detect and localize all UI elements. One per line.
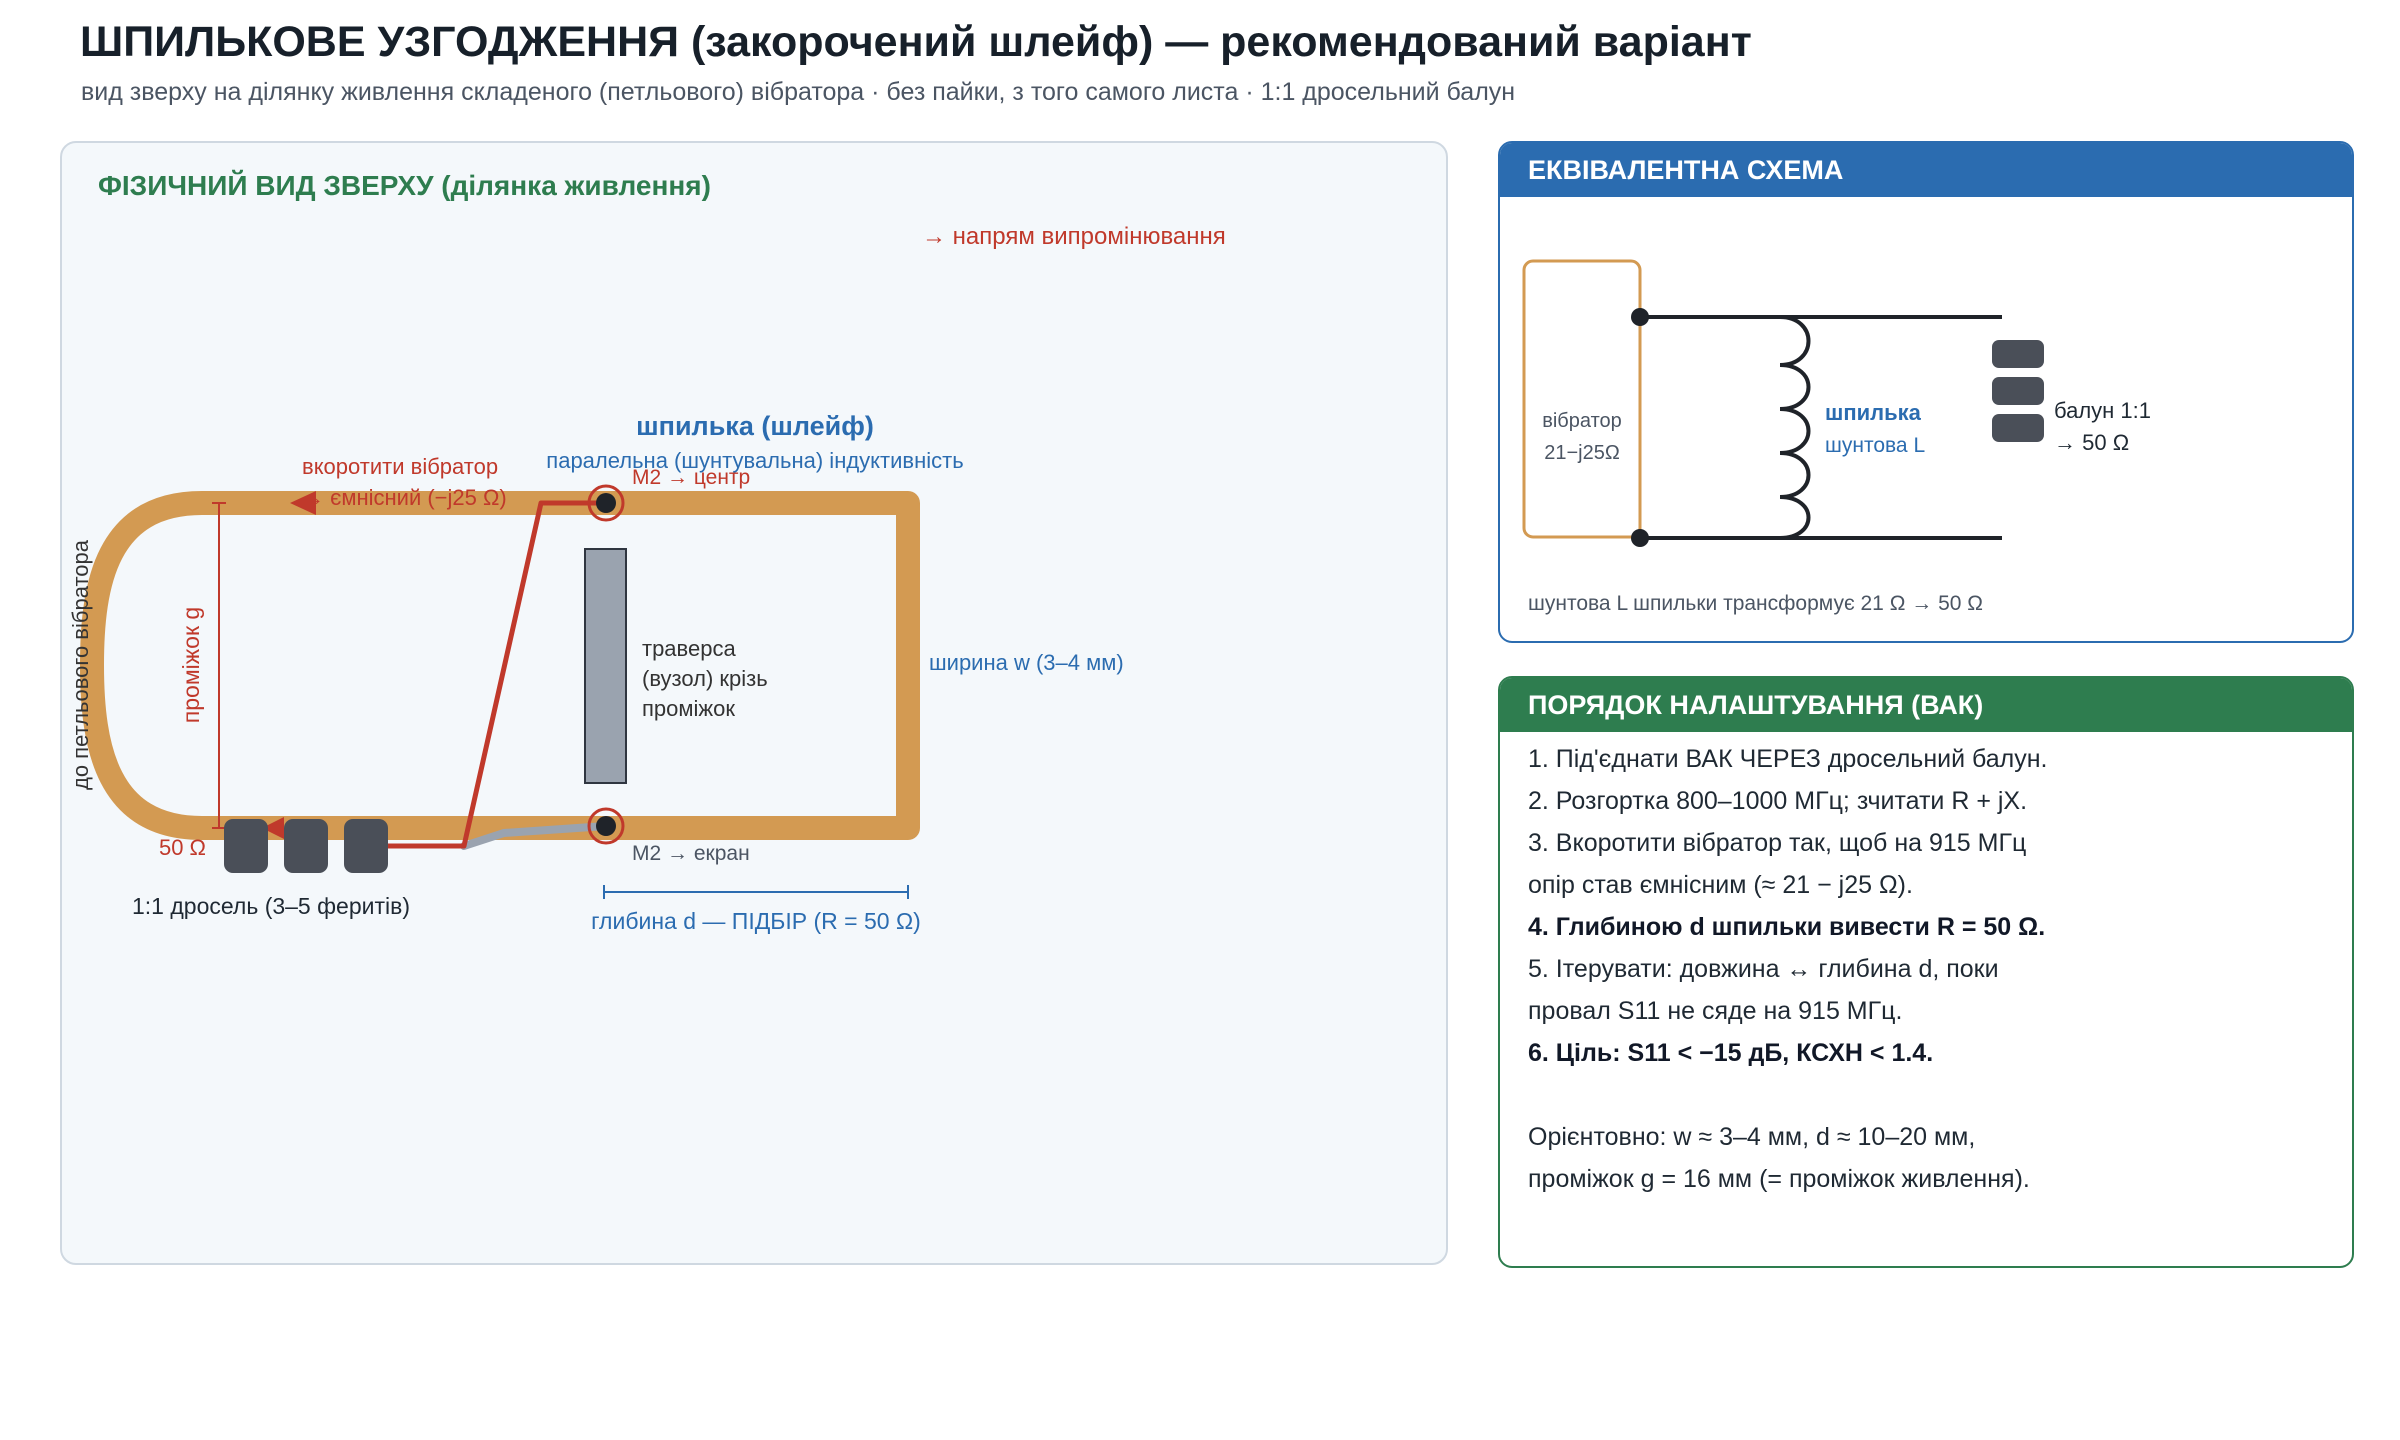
balun-label-line1: балун 1:1 bbox=[2054, 398, 2151, 423]
direction-arrow-top bbox=[290, 491, 316, 515]
procedure-spacer bbox=[1528, 1074, 2332, 1116]
traverse-label-line3: проміжок bbox=[642, 696, 735, 721]
procedure-step: 3. Вкоротити вібратор так, щоб на 915 МГ… bbox=[1528, 829, 2027, 857]
node-top bbox=[1631, 308, 1649, 326]
page-title: ШПИЛЬКОВЕ УЗГОДЖЕННЯ (закорочений шлейф)… bbox=[80, 18, 1752, 66]
ferrite-bead bbox=[224, 819, 268, 873]
choke-label: 1:1 дросель (3–5 феритів) bbox=[132, 893, 410, 919]
ferrite-bead bbox=[344, 819, 388, 873]
procedure-step: 4. Глибиною d шпильки вивести R = 50 Ω. bbox=[1528, 913, 2046, 941]
procedure-step: провал S11 не сяде на 915 МГц. bbox=[1528, 997, 1903, 1025]
equivalent-note: шунтова L шпильки трансформує 21 Ω → 50 … bbox=[1528, 592, 1983, 615]
hairpin-title: шпилька (шлейф) bbox=[636, 411, 874, 441]
procedure-step: 2. Розгортка 800–1000 МГц; зчитати R + j… bbox=[1528, 787, 2028, 815]
balun-label-line2: → 50 Ω bbox=[2054, 430, 2129, 455]
page-subtitle: вид зверху на ділянку живлення складеног… bbox=[81, 78, 1516, 106]
radiation-direction-label: → напрям випромінювання bbox=[922, 223, 1226, 250]
gap-label: проміжок g bbox=[178, 607, 204, 723]
procedure-step: 6. Ціль: S11 < −15 дБ, КСХН < 1.4. bbox=[1528, 1039, 1934, 1067]
coax-center-conductor bbox=[384, 500, 606, 849]
ferrite-bead bbox=[284, 819, 328, 873]
hairpin-label-line1: шпилька bbox=[1825, 400, 1922, 425]
physical-view-panel: ФІЗИЧНИЙ ВИД ЗВЕРХУ (ділянка живлення) →… bbox=[60, 141, 1448, 1265]
rotate-note-line1: вкоротити вібратор bbox=[302, 454, 498, 479]
panel-title: ФІЗИЧНИЙ ВИД ЗВЕРХУ (ділянка живлення) bbox=[98, 169, 711, 201]
vibrator-label-line2: 21−j25Ω bbox=[1544, 442, 1620, 464]
procedure-step: опір став ємнісним (≈ 21 − j25 Ω). bbox=[1528, 871, 1913, 899]
m2-shield-label: M2 → екран bbox=[632, 842, 750, 865]
direction-arrow-bottom bbox=[262, 817, 284, 839]
width-label: ширина w (3–4 мм) bbox=[929, 650, 1124, 675]
procedure-step: 5. Ітерувати: довжина ↔ глибина d, поки bbox=[1528, 955, 1999, 983]
balun-bead bbox=[1992, 414, 2044, 442]
hairpin-subtitle: паралельна (шунтувальна) індуктивність bbox=[546, 448, 963, 473]
m2-center-terminal bbox=[587, 484, 625, 522]
physical-diagram: ФІЗИЧНИЙ ВИД ЗВЕРХУ (ділянка живлення) →… bbox=[68, 169, 1226, 934]
balun-bead bbox=[1992, 340, 2044, 368]
shunt-inductor bbox=[1779, 315, 1811, 540]
m2-center-screw bbox=[596, 493, 616, 513]
ohm-label: 50 Ω bbox=[159, 835, 206, 860]
traverse-bar bbox=[584, 548, 627, 784]
traverse-label-line2: (вузол) крізь bbox=[642, 666, 768, 691]
copper-loop bbox=[80, 491, 920, 840]
rotate-note-line2: → ємнісний (−j25 Ω) bbox=[302, 485, 507, 510]
m2-shield-terminal bbox=[587, 807, 625, 845]
coax-shield bbox=[460, 822, 610, 850]
node-bottom bbox=[1631, 529, 1649, 547]
side-label: до петльового вібратора bbox=[68, 539, 93, 790]
equivalent-circuit-card: ЕКВІВАЛЕНТНА СХЕМА вібратор 21−j25Ω шпил… bbox=[1498, 141, 2354, 643]
vibrator-box bbox=[1522, 259, 1642, 539]
procedure-step: 1. Під'єднати ВАК ЧЕРЕЗ дросельний балун… bbox=[1528, 745, 2048, 773]
traverse-label-line1: траверса bbox=[642, 636, 736, 661]
procedure-title: ПОРЯДОК НАЛАШТУВАННЯ (ВАК) bbox=[1500, 678, 2352, 732]
procedure-card: ПОРЯДОК НАЛАШТУВАННЯ (ВАК) 1. Під'єднати… bbox=[1498, 676, 2354, 1268]
equivalent-circuit-title: ЕКВІВАЛЕНТНА СХЕМА bbox=[1500, 143, 2352, 197]
depth-label: глибина d — ПІДБІР (R = 50 Ω) bbox=[591, 908, 921, 934]
procedure-steps: 1. Під'єднати ВАК ЧЕРЕЗ дросельний балун… bbox=[1528, 738, 2332, 1200]
procedure-note-line2: проміжок g = 16 мм (= проміжок живлення)… bbox=[1528, 1165, 2030, 1193]
balun-bead bbox=[1992, 377, 2044, 405]
hairpin-label-line2: шунтова L bbox=[1825, 434, 1925, 457]
m2-shield-screw bbox=[596, 816, 616, 836]
equivalent-circuit-diagram: вібратор 21−j25Ω шпилька шунтова L балун… bbox=[1522, 259, 2151, 547]
vibrator-label-line1: вібратор bbox=[1542, 410, 1622, 432]
m2-center-label: M2 → центр bbox=[632, 466, 750, 489]
procedure-note-line1: Орієнтовно: w ≈ 3–4 мм, d ≈ 10–20 мм, bbox=[1528, 1123, 1976, 1151]
